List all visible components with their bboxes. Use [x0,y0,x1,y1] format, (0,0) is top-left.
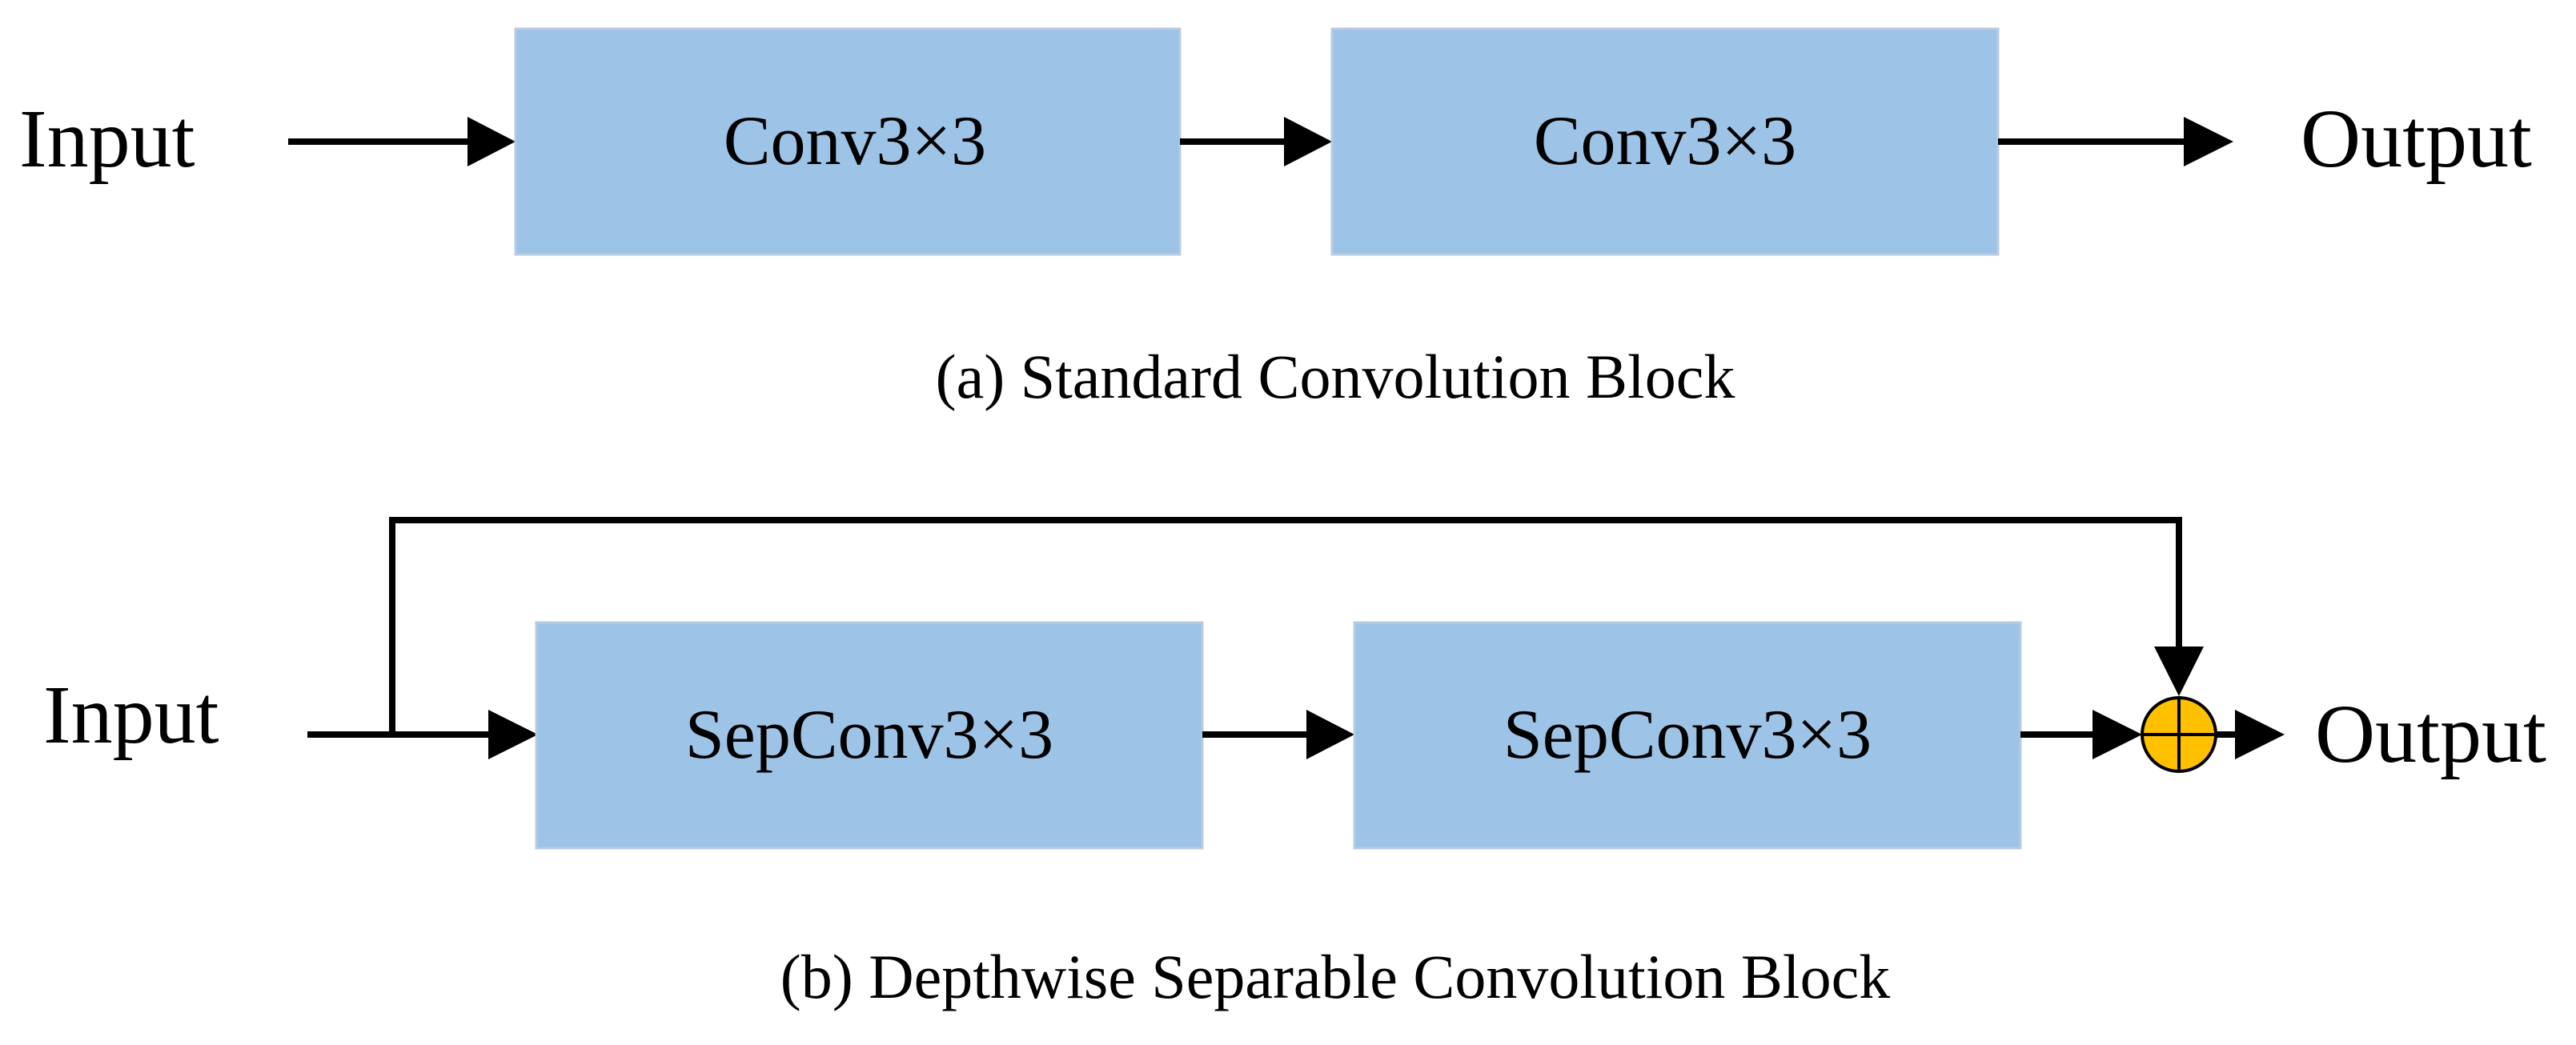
panel-a-block-1-label: Conv3×3 [724,102,986,180]
panel-b-skip-connection [389,517,2204,735]
panel-a-arrow-output [1998,117,2233,166]
panel-a-input-label: Input [19,93,195,185]
panel-a-output-label: Output [2301,93,2532,185]
panel-a-arrow-input [288,117,516,166]
panel-a-standard-block: Input Conv3×3 Conv3×3 Output (a) Standar… [19,27,2532,411]
panel-a-block-1 [514,27,1182,256]
panel-b-block-2-label: SepConv3×3 [1503,696,1872,774]
panel-b-separable-block: Input SepConv3×3 SepConv3×3 [43,517,2546,1011]
panel-b-caption: (b) Depthwise Separable Convolution Bloc… [780,942,1890,1011]
panel-a-block-2-label: Conv3×3 [1534,102,1796,180]
panel-a-block-2 [1330,27,2000,256]
panel-b-input-label: Input [43,669,219,761]
panel-b-block-1 [535,621,1204,850]
panel-b-block-2 [1353,621,2022,850]
panel-b-arrow-middle [1202,710,1354,759]
panel-a-arrow-middle [1180,117,1332,166]
circled-plus-icon [2141,696,2217,773]
panel-b-block-1-label: SepConv3×3 [685,696,1053,774]
panel-b-arrow-to-adder [2020,710,2142,759]
panel-b-output-label: Output [2315,688,2546,780]
panel-b-arrow-output [2216,710,2285,759]
panel-a-caption: (a) Standard Convolution Block [936,342,1735,411]
panel-b-arrow-input [307,710,538,759]
